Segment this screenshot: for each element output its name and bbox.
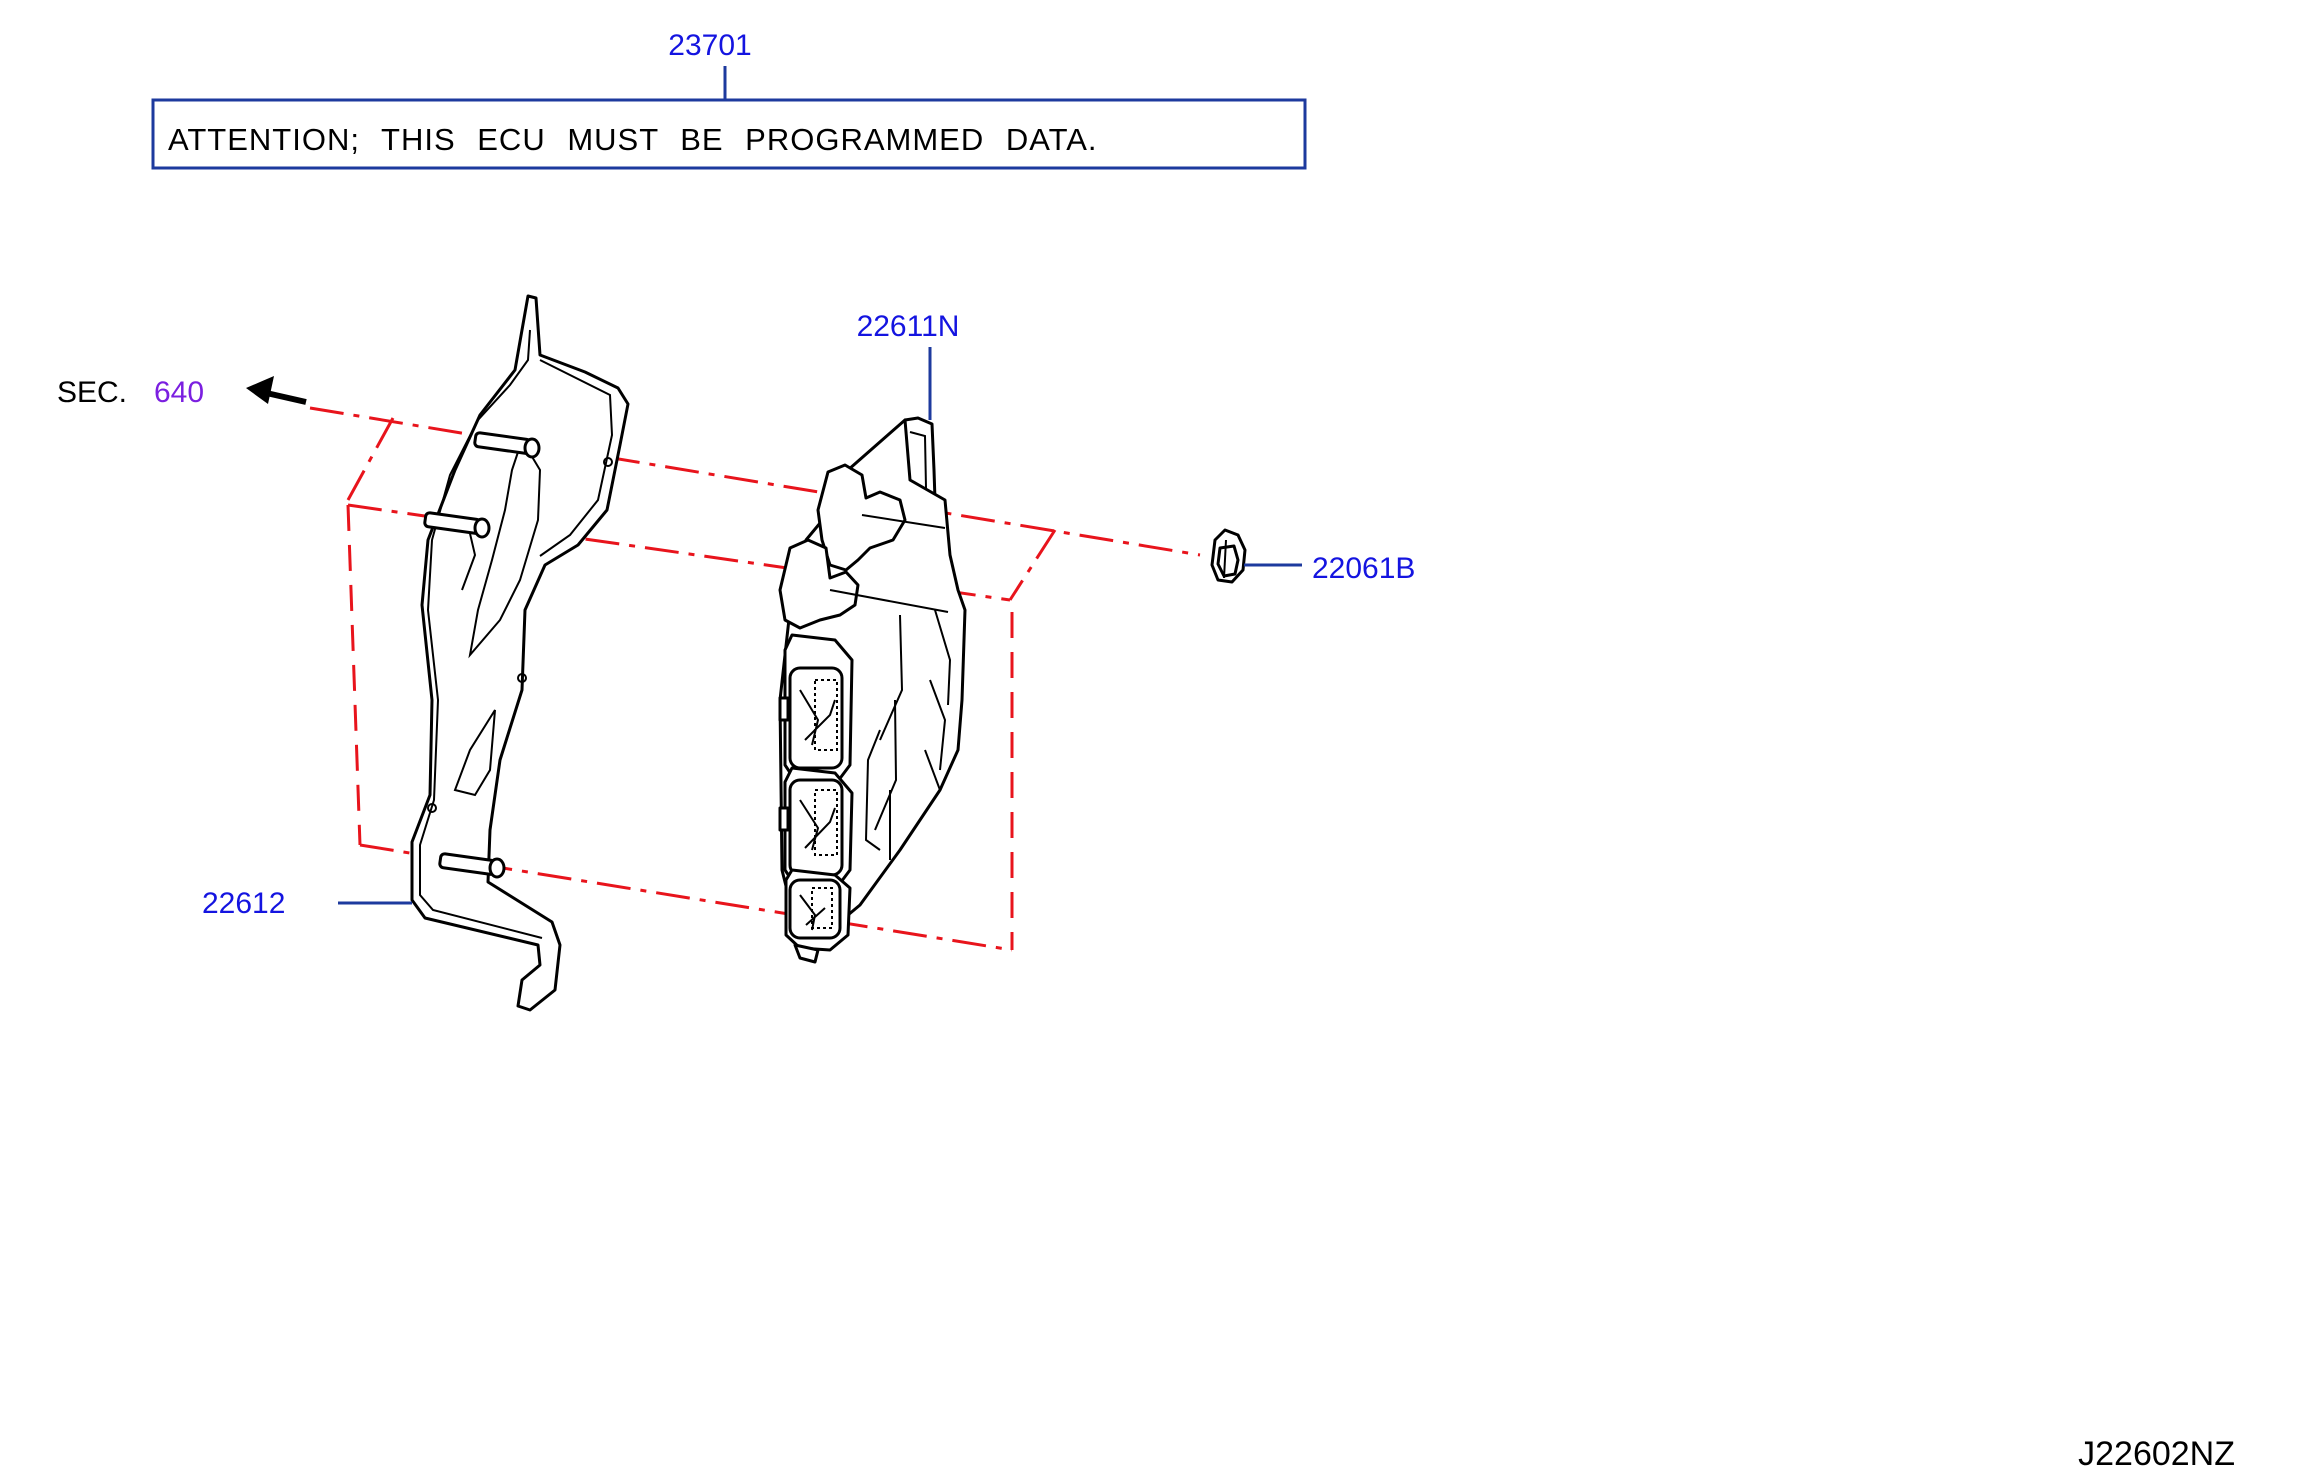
bracket-stud-lower (438, 852, 506, 879)
ecu-22611n (778, 416, 967, 964)
diagram-code: J22602NZ (2078, 1435, 2235, 1473)
bracket-22612 (410, 294, 630, 1012)
sec-640-link[interactable]: 640 (154, 376, 204, 409)
ecu-connector-upper (778, 633, 854, 787)
attention-note-text: ATTENTION; THIS ECU MUST BE PROGRAMMED D… (168, 122, 1098, 157)
callout-22611n[interactable]: 22611N (857, 310, 960, 343)
callout-22061b[interactable]: 22061B (1312, 552, 1415, 585)
sec-prefix: SEC. (57, 376, 127, 409)
callout-23701[interactable]: 23701 (668, 29, 751, 62)
ecu-connector-lower (784, 868, 852, 964)
bracket-stud-middle (423, 511, 491, 539)
bracket-stud-upper (473, 431, 541, 459)
callout-22612[interactable]: 22612 (202, 887, 285, 920)
attention-note-box (151, 98, 1307, 170)
arrow-left-icon (246, 376, 307, 405)
clip-nut-22061b (1210, 528, 1247, 584)
